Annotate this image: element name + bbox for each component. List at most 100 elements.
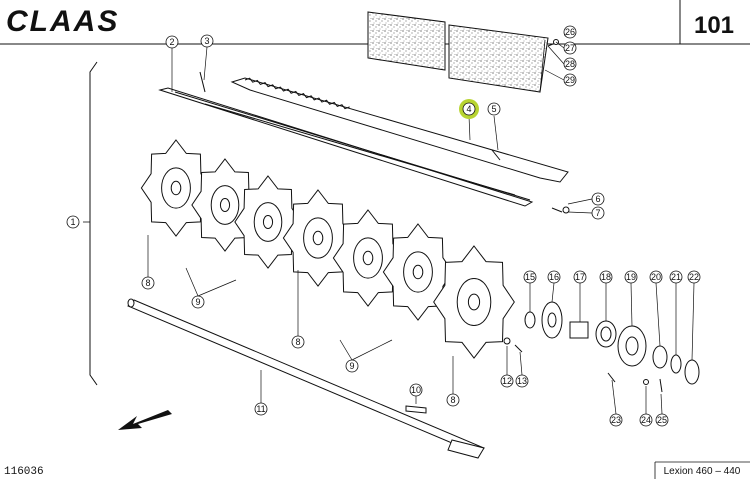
callout-9[interactable]: 9 xyxy=(191,295,205,309)
callout-label: 23 xyxy=(611,415,621,425)
callout-29[interactable]: 29 xyxy=(563,73,577,87)
leader-line xyxy=(555,41,565,49)
key xyxy=(405,405,427,414)
callout-26[interactable]: 26 xyxy=(563,25,577,39)
callout-label: 18 xyxy=(601,272,611,282)
callout-6[interactable]: 6 xyxy=(591,192,605,206)
callout-8[interactable]: 8 xyxy=(291,335,305,349)
callout-label: 29 xyxy=(565,75,575,85)
sprocket-bore xyxy=(312,230,324,246)
callout-label: 12 xyxy=(502,376,512,386)
callout-3[interactable]: 3 xyxy=(200,34,214,48)
callout-15[interactable]: 15 xyxy=(523,270,537,284)
bar-edge xyxy=(204,103,516,196)
callout-4[interactable]: 4 xyxy=(459,99,479,119)
callout-label: 6 xyxy=(595,194,600,204)
callout-19[interactable]: 19 xyxy=(624,270,638,284)
leader-line xyxy=(567,198,593,205)
sprocket-bore xyxy=(262,215,274,229)
leader-line xyxy=(185,267,199,297)
bearing-stack xyxy=(524,301,700,385)
sprocket-group xyxy=(140,139,515,359)
leader-line xyxy=(339,339,353,361)
sprocket-bore xyxy=(219,198,231,212)
callout-1[interactable]: 1 xyxy=(66,215,80,229)
callout-17[interactable]: 17 xyxy=(573,270,587,284)
callout-8[interactable]: 8 xyxy=(446,393,460,407)
callout-11[interactable]: 11 xyxy=(254,402,268,416)
leader-line xyxy=(197,279,237,297)
callout-label: 7 xyxy=(595,208,600,218)
callout-label: 2 xyxy=(169,37,174,47)
leader-line xyxy=(519,351,523,376)
sprocket-bore xyxy=(362,250,374,266)
leader-line xyxy=(468,115,471,141)
callout-label: 17 xyxy=(575,272,585,282)
leader-line xyxy=(630,282,633,327)
callout-10[interactable]: 10 xyxy=(409,383,423,397)
callout-label: 8 xyxy=(450,395,455,405)
callout-7[interactable]: 7 xyxy=(591,206,605,220)
small-fasteners xyxy=(199,71,663,393)
callout-label: 16 xyxy=(549,272,559,282)
callout-8[interactable]: 8 xyxy=(141,276,155,290)
callout-label: 9 xyxy=(349,361,354,371)
wear-pads xyxy=(367,11,549,93)
model-label: Lexion 460 – 440 xyxy=(664,466,741,477)
leader-line xyxy=(611,379,617,415)
group-bracket xyxy=(89,61,98,386)
leader-line xyxy=(655,282,661,347)
callout-label: 13 xyxy=(517,376,527,386)
leader-line xyxy=(351,339,393,361)
callout-label: 22 xyxy=(689,272,699,282)
callout-label: 19 xyxy=(626,272,636,282)
callout-13[interactable]: 13 xyxy=(515,374,529,388)
callout-12[interactable]: 12 xyxy=(500,374,514,388)
callout-5[interactable]: 5 xyxy=(487,102,501,116)
leader-line xyxy=(203,46,208,81)
direction-arrow xyxy=(118,410,172,430)
callout-16[interactable]: 16 xyxy=(547,270,561,284)
callout-label: 26 xyxy=(565,27,575,37)
callout-label: 10 xyxy=(411,385,421,395)
sprocket-bore xyxy=(412,264,424,280)
callout-label: 8 xyxy=(295,337,300,347)
page-number: 101 xyxy=(694,12,734,39)
callout-21[interactable]: 21 xyxy=(669,270,683,284)
callout-24[interactable]: 24 xyxy=(639,413,653,427)
callout-20[interactable]: 20 xyxy=(649,270,663,284)
callout-label: 27 xyxy=(565,43,575,53)
leader-lines xyxy=(147,31,695,415)
callout-9[interactable]: 9 xyxy=(345,359,359,373)
toothed-bar xyxy=(230,77,569,183)
drawing-id: 116036 xyxy=(4,466,44,478)
callout-25[interactable]: 25 xyxy=(655,413,669,427)
sprocket-bore xyxy=(170,180,182,196)
callout-label: 3 xyxy=(204,36,209,46)
callout-label: 25 xyxy=(657,415,667,425)
callout-2[interactable]: 2 xyxy=(165,35,179,49)
leader-line xyxy=(551,282,555,303)
callout-27[interactable]: 27 xyxy=(563,41,577,55)
leader-line xyxy=(544,69,565,81)
callout-18[interactable]: 18 xyxy=(599,270,613,284)
callout-label: 21 xyxy=(671,272,681,282)
brand-logo: CLAAS xyxy=(6,5,119,38)
callout-23[interactable]: 23 xyxy=(609,413,623,427)
callout-22[interactable]: 22 xyxy=(687,270,701,284)
leader-line xyxy=(567,211,593,214)
callout-28[interactable]: 28 xyxy=(563,57,577,71)
leader-line xyxy=(660,393,663,415)
leader-line xyxy=(691,282,695,361)
leader-line xyxy=(547,45,565,65)
shaft xyxy=(127,298,485,459)
callout-label: 9 xyxy=(195,297,200,307)
callout-label: 24 xyxy=(641,415,651,425)
callout-label: 15 xyxy=(525,272,535,282)
callout-label: 20 xyxy=(651,272,661,282)
callout-label: 8 xyxy=(145,278,150,288)
callout-label: 11 xyxy=(256,404,265,414)
leader-line xyxy=(493,115,499,151)
